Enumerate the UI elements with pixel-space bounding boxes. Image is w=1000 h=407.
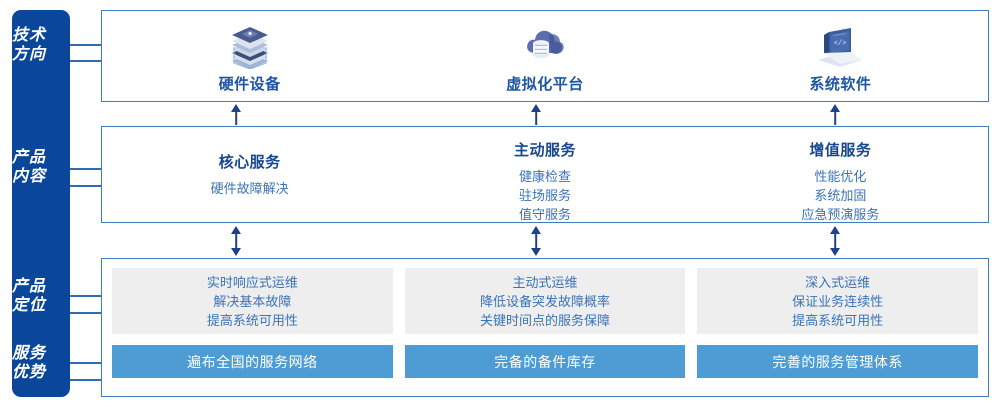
technology-direction-panel: 硬件设备 [101, 10, 989, 102]
tech-label-virtualization: 虚拟化平台 [506, 76, 584, 93]
server-stack-icon [224, 22, 276, 70]
arrow-bidirectional-proactive [528, 226, 544, 256]
tech-column-system-software[interactable]: </> 系统软件 [693, 11, 988, 101]
arrow-bidirectional-core [228, 226, 244, 256]
connector-position-bottom [70, 312, 101, 314]
positioning-item: 关键时间点的服务保障 [480, 312, 611, 328]
laptop-code-icon: </> [813, 22, 867, 70]
arrow-bidirectional-value-added [827, 226, 843, 256]
connector-advantage-bottom [70, 379, 101, 381]
connector-content-top [70, 168, 101, 170]
service-item: 健康检查 [518, 169, 571, 184]
service-item: 值守服务 [518, 207, 571, 222]
service-item: 应急预演服务 [801, 207, 880, 222]
positioning-item: 保证业务连续性 [792, 293, 884, 309]
connector-content-bottom [70, 185, 101, 187]
connector-advantage-top [70, 362, 101, 364]
service-item: 硬件故障解决 [210, 181, 289, 196]
positioning-item: 主动式运维 [512, 274, 578, 290]
arrow-up-hardware [228, 104, 244, 125]
service-item: 驻场服务 [518, 188, 571, 203]
positioning-item: 提高系统可用性 [792, 312, 884, 328]
service-item: 性能优化 [814, 169, 867, 184]
advantage-bar-service-network[interactable]: 遍布全国的服务网络 [112, 345, 393, 378]
cloud-database-icon [519, 22, 571, 70]
positioning-item: 降低设备突发故障概率 [480, 293, 611, 309]
service-column-proactive[interactable]: 主动服务 健康检查 驻场服务 值守服务 [397, 127, 692, 222]
positioning-item: 解决基本故障 [213, 293, 292, 309]
service-title-core: 核心服务 [218, 154, 281, 171]
positioning-box-realtime[interactable]: 实时响应式运维 解决基本故障 提高系统可用性 [112, 268, 393, 334]
rail-label-product-positioning: 产品 定位 [11, 278, 46, 314]
positioning-item: 深入式运维 [805, 274, 871, 290]
connector-tech-top [70, 44, 101, 46]
positioning-and-advantages-panel: 实时响应式运维 解决基本故障 提高系统可用性 主动式运维 降低设备突发故障概率 … [101, 258, 989, 397]
tech-column-virtualization[interactable]: 虚拟化平台 [397, 11, 692, 101]
tech-label-hardware: 硬件设备 [218, 76, 281, 93]
service-column-value-added[interactable]: 增值服务 性能优化 系统加固 应急预演服务 [693, 127, 988, 222]
arrow-up-system-software [827, 104, 843, 125]
connector-position-top [70, 295, 101, 297]
positioning-row: 实时响应式运维 解决基本故障 提高系统可用性 主动式运维 降低设备突发故障概率 … [112, 268, 979, 334]
service-column-core[interactable]: 核心服务 硬件故障解决 [102, 127, 397, 222]
advantages-row: 遍布全国的服务网络 完备的备件库存 完善的服务管理体系 [112, 345, 979, 378]
advantage-bar-management-system[interactable]: 完善的服务管理体系 [697, 345, 979, 378]
service-title-value-added: 增值服务 [809, 142, 872, 159]
positioning-item: 提高系统可用性 [206, 312, 298, 328]
rail-label-technology-direction: 技术 方向 [11, 27, 46, 63]
positioning-item: 实时响应式运维 [206, 274, 298, 290]
advantage-bar-spare-parts[interactable]: 完备的备件库存 [404, 345, 686, 378]
connector-tech-bottom [70, 60, 101, 62]
category-rail [12, 10, 70, 397]
arrow-up-virtualization [528, 104, 544, 125]
service-item: 系统加固 [814, 188, 867, 203]
product-content-panel: 核心服务 硬件故障解决 主动服务 健康检查 驻场服务 值守服务 增值服务 性能优… [101, 126, 989, 223]
rail-label-service-advantages: 服务 优势 [11, 345, 46, 381]
rail-label-product-content: 产品 内容 [11, 149, 46, 185]
positioning-box-proactive[interactable]: 主动式运维 降低设备突发故障概率 关键时间点的服务保障 [404, 268, 686, 334]
service-title-proactive: 主动服务 [513, 142, 576, 159]
positioning-box-indepth[interactable]: 深入式运维 保证业务连续性 提高系统可用性 [697, 268, 979, 334]
tech-label-system-software: 系统软件 [809, 76, 872, 93]
tech-column-hardware[interactable]: 硬件设备 [102, 11, 397, 101]
svg-text:</>: </> [834, 40, 847, 48]
